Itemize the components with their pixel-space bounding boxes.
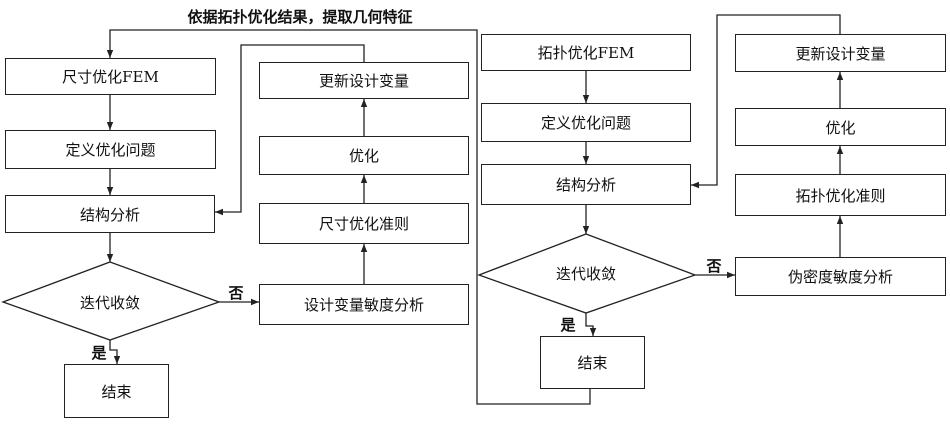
right-yes-label: 是 (560, 315, 576, 334)
right-optimize-box: 优化 (735, 108, 946, 146)
arrow-right-converge-to-end (585, 313, 597, 336)
right-converge-diamond (477, 233, 697, 314)
left-converge-label: 迭代收敛 (79, 293, 140, 312)
right-analysis-box: 结构分析 (481, 164, 691, 205)
right-no-label: 否 (706, 256, 722, 275)
left-no-label: 否 (228, 283, 244, 302)
left-optimize-box: 优化 (259, 136, 469, 175)
left-fem-box: 尺寸优化FEM (5, 58, 216, 95)
left-converge-diamond (1, 261, 221, 341)
right-define-box: 定义优化问题 (481, 103, 691, 142)
right-criterion-box: 拓扑优化准则 (735, 174, 946, 216)
arrow-right-update-to-analysis (691, 14, 841, 189)
right-end-box: 结束 (540, 336, 645, 389)
left-analysis-box: 结构分析 (5, 195, 215, 233)
right-fem-box: 拓扑优化FEM (481, 34, 691, 71)
right-update-box: 更新设计变量 (735, 34, 946, 72)
right-converge-label: 迭代收敛 (555, 264, 616, 283)
arrow-right-end-to-left-fem (106, 29, 591, 405)
left-update-box: 更新设计变量 (259, 62, 469, 99)
left-sensitivity-box: 设计变量敏度分析 (259, 284, 469, 325)
left-define-box: 定义优化问题 (5, 130, 216, 169)
left-end-box: 结束 (64, 364, 169, 418)
left-yes-label: 是 (91, 343, 107, 362)
left-criterion-box: 尺寸优化准则 (259, 203, 469, 244)
arrow-left-converge-to-end (109, 340, 121, 364)
top-feedback-label: 依据拓扑优化结果，提取几何特征 (187, 7, 413, 26)
right-sensitivity-box: 伪密度敏度分析 (735, 257, 946, 296)
arrow-left-update-to-analysis (215, 44, 365, 216)
